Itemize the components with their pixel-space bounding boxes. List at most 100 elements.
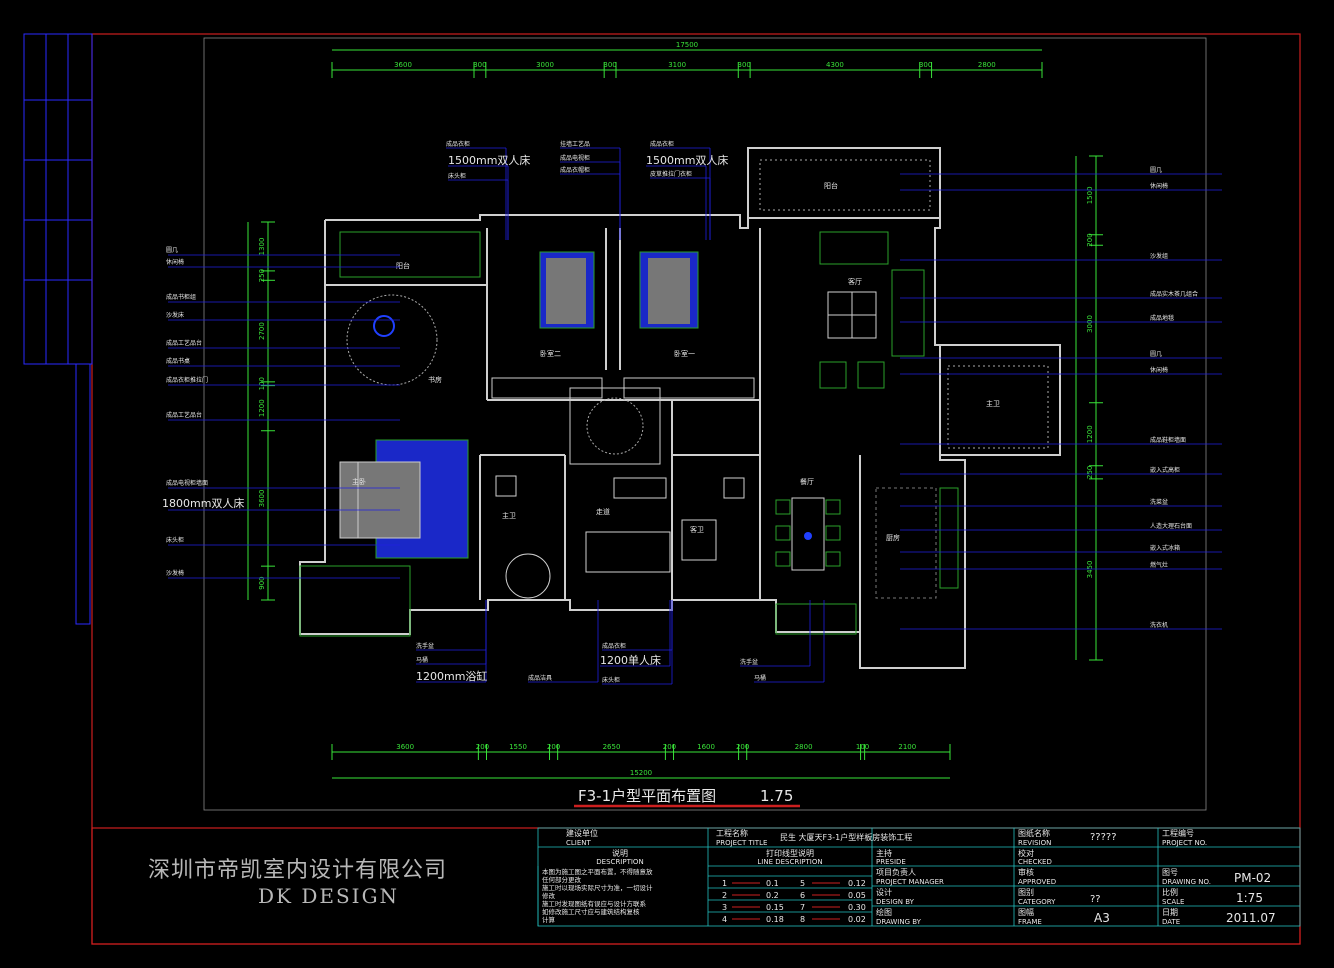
line-width: 0.05 xyxy=(848,891,866,900)
annotation-label-left: 成品书柜组 xyxy=(166,293,196,301)
annotation-label-top: 1500mm双人床 xyxy=(448,153,530,167)
annotation-label-left: 成品工艺品台 xyxy=(166,411,202,419)
annotation-label-top: 1500mm双人床 xyxy=(646,153,728,167)
annotation-label-right: 沙发组 xyxy=(1150,252,1168,260)
dimension-value: 2800 xyxy=(978,61,996,69)
line-width: 0.15 xyxy=(766,903,784,912)
dimension-value: 1200 xyxy=(258,399,266,417)
approved-en: APPROVED xyxy=(1018,878,1056,886)
dimension-value: 300 xyxy=(473,61,486,69)
room-label: 客厅 xyxy=(848,277,862,286)
annotation-label-right: 休闲椅 xyxy=(1150,366,1168,374)
dimension-value: 1600 xyxy=(697,743,715,751)
annotation-label-top: 成品衣柜 xyxy=(650,140,674,148)
category-value: ?? xyxy=(1090,894,1101,905)
room-label: 餐厅 xyxy=(800,477,814,486)
dimension-value: 4300 xyxy=(826,61,844,69)
dimension-value: 2800 xyxy=(795,743,813,751)
description-line: 施工时发现图纸有误应与设计方联系 xyxy=(542,899,647,908)
checked-en: CHECKED xyxy=(1018,858,1052,866)
annotation-label-bottom: 成品洁具 xyxy=(528,674,552,682)
dimension-value: 300 xyxy=(919,61,932,69)
room-label: 走道 xyxy=(596,507,610,516)
room-label: 阳台 xyxy=(824,181,838,190)
annotation-label-right: 洗菜盆 xyxy=(1150,498,1168,506)
category-cn: 图别 xyxy=(1018,888,1034,897)
scale-en: SCALE xyxy=(1162,898,1184,906)
dimension-value: 3000 xyxy=(1086,315,1094,333)
line-width: 0.02 xyxy=(848,915,866,924)
dimension-value: 3600 xyxy=(258,490,266,508)
annotation-label-right: 燃气灶 xyxy=(1150,561,1168,569)
dimension-value: 1500 xyxy=(1086,186,1094,204)
dimension-value: 2100 xyxy=(898,743,916,751)
dimension-value: 250 xyxy=(1086,466,1094,479)
annotation-label-right: 成品鞋柜墙面 xyxy=(1150,436,1186,444)
room-label: 卧室一 xyxy=(674,349,695,358)
design-cn: 设计 xyxy=(876,887,892,897)
description-line: 施工时以现场实际尺寸为准，一切设计 xyxy=(542,883,653,892)
project-cn: 工程名称 xyxy=(716,828,748,838)
project-en: PROJECT TITLE xyxy=(716,839,767,847)
dimension-value: 3600 xyxy=(394,61,412,69)
drawing-title-scale: 1.75 xyxy=(760,787,793,805)
dimension-overall: 17500 xyxy=(676,41,698,49)
drawing-by-en: DRAWING BY xyxy=(876,918,922,926)
room-label: 书房 xyxy=(428,375,442,384)
drawing-no-en: DRAWING NO. xyxy=(1162,878,1211,886)
description-line: 计算 xyxy=(542,915,556,924)
annotation-label-right: 人造大理石台面 xyxy=(1150,522,1192,530)
annotation-label-left: 成品衣柜推拉门 xyxy=(166,376,208,384)
room-label: 主卫 xyxy=(502,511,516,520)
line-width: 0.18 xyxy=(766,915,784,924)
line-num: 8 xyxy=(800,915,805,924)
client-cn: 建设单位 xyxy=(566,828,598,838)
line-num: 4 xyxy=(722,915,727,924)
date-cn: 日期 xyxy=(1162,908,1178,917)
annotation-label-top: 成品电视柜 xyxy=(560,154,590,162)
project-no-cn: 工程编号 xyxy=(1162,828,1194,838)
room-label: 阳台 xyxy=(396,261,410,270)
line-num: 2 xyxy=(722,891,727,900)
category-en: CATEGORY xyxy=(1018,898,1056,906)
line-num: 5 xyxy=(800,879,805,888)
annotations: 圆几休闲椅成品书柜组沙发床成品工艺品台成品书桌成品衣柜推拉门成品工艺品台成品电视… xyxy=(162,140,1222,685)
annotation-label-right: 嵌入式冰箱 xyxy=(1150,544,1180,552)
date-value: 2011.07 xyxy=(1226,911,1276,925)
dimension-value: 200 xyxy=(736,743,749,751)
dimension-value: 200 xyxy=(476,743,489,751)
date-en: DATE xyxy=(1162,918,1180,926)
room-label: 主卫 xyxy=(986,399,1000,408)
annotation-label-top: 床头柜 xyxy=(448,172,466,180)
drawing-name-value: ????? xyxy=(1090,832,1117,843)
line-num: 7 xyxy=(800,903,805,912)
annotation-label-bottom: 床头柜 xyxy=(602,676,620,684)
annotation-label-right: 休闲椅 xyxy=(1150,182,1168,190)
frame-value: A3 xyxy=(1094,911,1110,925)
line-desc-en: LINE DESCRIPTION xyxy=(757,858,822,866)
dimension-value: 250 xyxy=(258,269,266,282)
dimension-value: 900 xyxy=(258,576,266,589)
scale-cn: 比例 xyxy=(1162,887,1178,897)
dimension-value: 1550 xyxy=(509,743,527,751)
dimension-value: 2700 xyxy=(258,322,266,340)
annotation-label-left: 休闲椅 xyxy=(166,258,184,266)
project-no-en: PROJECT NO. xyxy=(1162,839,1207,847)
manager-cn: 项目负责人 xyxy=(876,867,916,877)
dimension-value: 1200 xyxy=(1086,425,1094,443)
annotation-label-right: 嵌入式高柜 xyxy=(1150,466,1180,474)
annotation-label-right: 洗衣机 xyxy=(1150,621,1168,629)
annotation-label-bottom: 马桶 xyxy=(754,674,766,682)
preside-cn: 主持 xyxy=(876,848,892,858)
line-width: 0.2 xyxy=(766,891,779,900)
approved-cn: 审核 xyxy=(1018,867,1034,877)
line-num: 1 xyxy=(722,879,727,888)
line-width: 0.30 xyxy=(848,903,866,912)
description-cn: 说明 xyxy=(612,848,628,858)
